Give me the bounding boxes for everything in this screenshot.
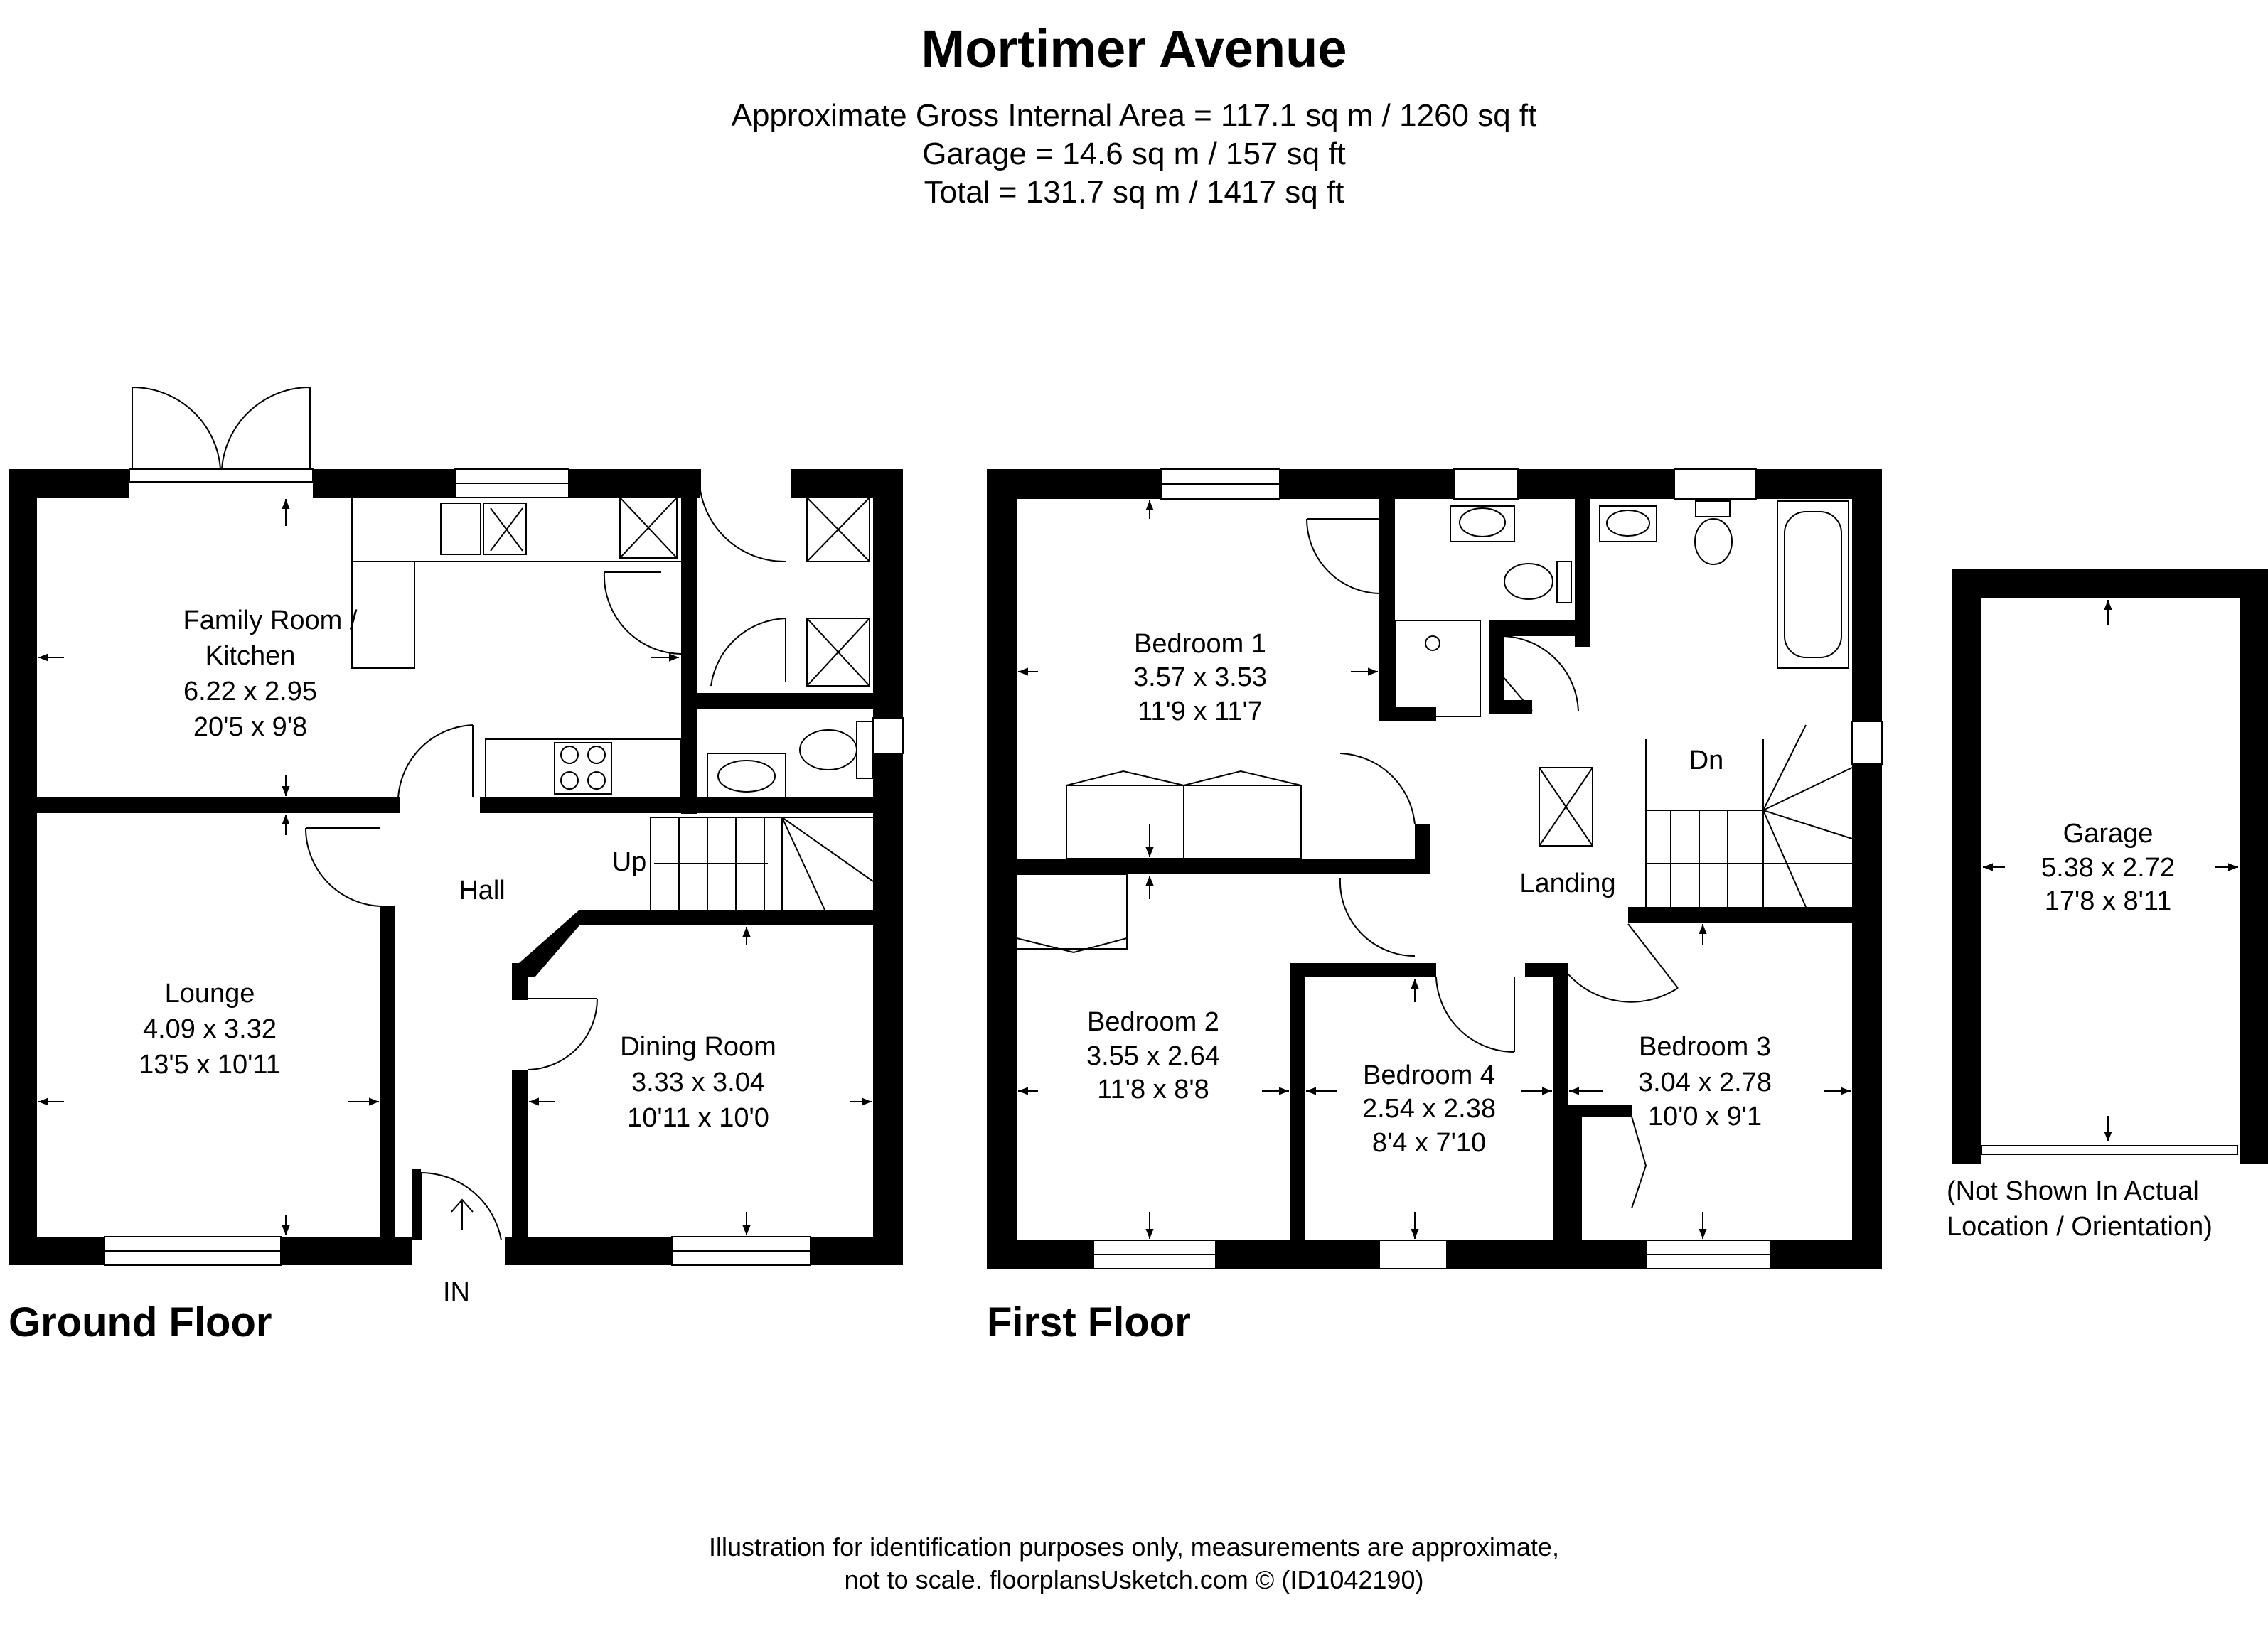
garage-imperial: 17'8 x 8'11 — [2045, 886, 2172, 916]
bedroom3-name: Bedroom 3 — [1639, 1032, 1771, 1062]
footer-line1: Illustration for identification purposes… — [709, 1532, 1559, 1562]
first-floor-fixtures — [1016, 468, 1883, 1269]
first-floor-dimension-arrows — [1018, 500, 1851, 1239]
bedroom1-name: Bedroom 1 — [1134, 629, 1266, 659]
ground-floor-dimension-arrows — [38, 499, 872, 1235]
family-kitchen-imperial: 20'5 x 9'8 — [193, 712, 307, 742]
footer-line2: not to scale. floorplansUsketch.com © (I… — [844, 1565, 1424, 1594]
page-title: Mortimer Avenue — [921, 19, 1347, 78]
garage-note-line1: (Not Shown In Actual — [1947, 1176, 2199, 1206]
lounge-metric: 4.09 x 3.32 — [143, 1014, 277, 1044]
garage-metric: 5.38 x 2.72 — [2041, 853, 2175, 883]
footer-disclaimer: Illustration for identification purposes… — [0, 1531, 2268, 1596]
total-area-text: Total = 131.7 sq m / 1417 sq ft — [924, 175, 1344, 210]
bedroom1-imperial: 11'9 x 11'7 — [1138, 697, 1263, 726]
bedroom1-metric: 3.57 x 3.53 — [1133, 662, 1267, 692]
garage-dimension-arrows — [1983, 600, 2238, 1141]
lounge-imperial: 13'5 x 10'11 — [139, 1050, 281, 1080]
entrance-label: IN — [443, 1277, 470, 1307]
garage-area-text: Garage = 14.6 sq m / 157 sq ft — [922, 136, 1346, 171]
garage-door — [1981, 1145, 2238, 1155]
first-floor-walls — [987, 469, 1882, 1269]
lounge-name: Lounge — [165, 979, 255, 1009]
bedroom3-imperial: 10'0 x 9'1 — [1648, 1102, 1762, 1132]
bedroom4-name: Bedroom 4 — [1363, 1060, 1495, 1090]
ground-floor-walls — [9, 469, 903, 1265]
ground-floor-label: Ground Floor — [9, 1299, 272, 1345]
ground-floor-plan: Family Room / Kitchen 6.22 x 2.95 20'5 x… — [9, 386, 904, 1345]
bedroom4-metric: 2.54 x 2.38 — [1362, 1094, 1496, 1124]
garage-plan: Garage 5.38 x 2.72 17'8 x 8'11 (Not Show… — [1947, 569, 2268, 1242]
family-kitchen-name-line1: Family Room / — [183, 606, 358, 635]
dining-room-imperial: 10'11 x 10'0 — [627, 1103, 769, 1133]
first-floor-plan: Bedroom 1 3.57 x 3.53 11'9 x 11'7 Bedroo… — [987, 468, 1883, 1345]
family-kitchen-metric: 6.22 x 2.95 — [183, 677, 317, 707]
bedroom2-imperial: 11'8 x 8'8 — [1097, 1075, 1209, 1105]
bedroom4-imperial: 8'4 x 7'10 — [1372, 1128, 1486, 1158]
garage-walls — [1952, 569, 2268, 1164]
bedroom2-name: Bedroom 2 — [1087, 1007, 1219, 1037]
garage-name: Garage — [2063, 819, 2154, 849]
hall-name: Hall — [459, 876, 505, 906]
landing-name: Landing — [1519, 869, 1615, 898]
stairs-down-label: Dn — [1689, 746, 1724, 775]
first-floor-label: First Floor — [987, 1299, 1191, 1345]
family-kitchen-name-line2: Kitchen — [205, 641, 296, 671]
bedroom3-metric: 3.04 x 2.78 — [1638, 1068, 1772, 1097]
dining-room-metric: 3.33 x 3.04 — [631, 1068, 765, 1097]
ground-floor-fixtures — [104, 386, 904, 1266]
dining-room-name: Dining Room — [620, 1032, 776, 1062]
bedroom2-metric: 3.55 x 2.64 — [1086, 1041, 1220, 1071]
garage-note-line2: Location / Orientation) — [1947, 1212, 2213, 1242]
gross-internal-area-text: Approximate Gross Internal Area = 117.1 … — [731, 98, 1537, 133]
stairs-up-label: Up — [612, 847, 647, 877]
